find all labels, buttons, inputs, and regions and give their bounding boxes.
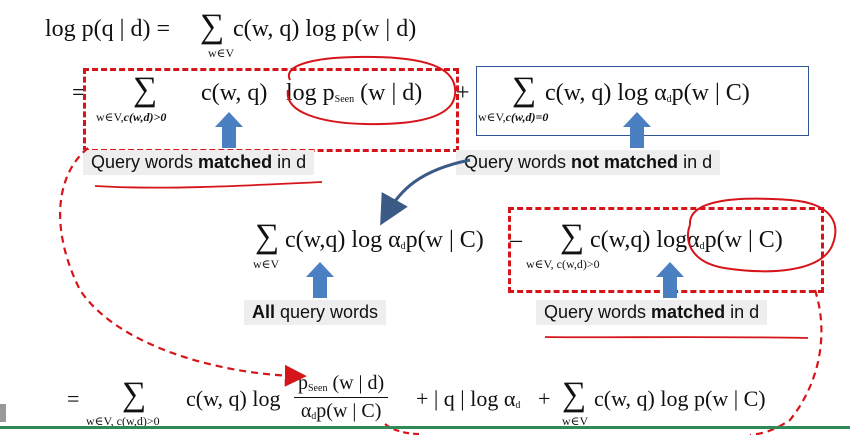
row4-mid-alpha-sub: d [515, 400, 521, 411]
up-arrow-icon-4 [656, 262, 684, 298]
row2-term1-log-p: log p [286, 80, 335, 106]
row3-term1-alpha-sub: d [400, 241, 406, 252]
red-circle-alpha-pwc [686, 197, 837, 273]
row1-sum-symbol: ∑ [200, 8, 225, 45]
row3-minus: – [510, 227, 522, 253]
red-dashed-stub-bottom [384, 423, 421, 435]
row2-term1-logp: log pSeen (w | d) [286, 80, 422, 107]
label-matched-prefix: Query words [91, 152, 199, 172]
row3-term2-count-log: c(w,q) log [590, 227, 688, 253]
row4-fraction-denominator: αdp(w | C) [294, 397, 389, 423]
slide-progress-line [0, 426, 850, 429]
row2-plus: + [456, 80, 470, 106]
row2-term1-count: c(w, q) [201, 80, 268, 106]
red-dashed-arrow-to-bottom [749, 289, 823, 435]
label-all-bold: All [252, 302, 276, 322]
row4-term2: c(w, q) log p(w | C) [594, 386, 766, 411]
row3-sum2-symbol: ∑ [560, 218, 585, 255]
label-all-suffix: query words [275, 302, 379, 322]
row3-sum2-subscript: w∈V, c(w,d)>0 [526, 257, 600, 271]
frac-den-alpha-sub: d [311, 411, 317, 422]
row2-term2-count-log-alpha: c(w, q) log α [545, 80, 667, 106]
slide-edge-tab [0, 404, 6, 422]
row3-term1: c(w,q) log αdp(w | C) [285, 227, 484, 254]
row4-sum2-subscript: w∈V [562, 414, 589, 428]
row3-term2: c(w,q) logαdp(w | C) [590, 227, 783, 254]
label-matched2-bold: matched [651, 302, 726, 322]
row2-sum1-sub-cond: c(w,d)>0 [123, 110, 167, 124]
label-matched-bold: matched [198, 152, 273, 172]
row1-rhs: c(w, q) log p(w | d) [233, 16, 417, 42]
row1-sum-subscript: w∈V [208, 46, 235, 60]
row1-lhs: log p(q | d) = [45, 16, 170, 42]
row2-term1-end: (w | d) [360, 80, 423, 106]
row2-term2-alpha-sub: d [666, 94, 672, 105]
frac-num-seen-sub: Seen [308, 383, 328, 394]
label-all-query-words: All query words [244, 300, 387, 325]
row2-sum1-sub-prefix: w∈V, [96, 110, 124, 124]
row2-sum2-sub-prefix: w∈V, [478, 110, 506, 124]
row4-mid: + | q | log αd [416, 386, 520, 412]
label-query-words-not-matched: Query words not matched in d [456, 150, 721, 175]
row2-sum1-subscript: w∈V,c(w,d)>0 [96, 110, 166, 125]
row2-sum2-symbol: ∑ [512, 71, 537, 108]
red-circle-pseen [286, 55, 457, 126]
row2-term2-pwc: p(w | C) [671, 80, 750, 106]
row2-sum2-subscript: w∈V,c(w,d)=0 [478, 110, 548, 125]
red-underline-matched [94, 181, 323, 189]
red-underline-matched-2 [544, 336, 809, 339]
row2-term2: c(w, q) log αdp(w | C) [545, 80, 750, 107]
up-arrow-icon-2 [623, 112, 651, 148]
row2-sum1-symbol: ∑ [133, 71, 158, 108]
row3-sum1-symbol: ∑ [255, 218, 280, 255]
curved-arrow-to-all-words [380, 158, 471, 226]
row3-term1-count-log-alpha: c(w,q) log α [285, 227, 401, 253]
label-not-matched-prefix: Query words [464, 152, 572, 172]
row4-sum2-symbol: ∑ [562, 376, 587, 413]
label-not-matched-bold: not matched [571, 152, 679, 172]
frac-den-end: p(w | C) [316, 400, 382, 422]
row4-term1: c(w, q) log [186, 386, 281, 411]
row4-mid-text: + | q | log α [416, 386, 516, 411]
row4-sum1-symbol: ∑ [122, 376, 147, 413]
row4-equals: = [67, 386, 80, 411]
row3-term1-pwc: p(w | C) [405, 227, 484, 253]
row3-sum1-subscript: w∈V [253, 257, 280, 271]
label-query-words-matched: Query words matched in d [83, 150, 315, 175]
row4-sum1-subscript: w∈V, c(w,d)>0 [86, 414, 160, 428]
up-arrow-icon-3 [306, 262, 334, 298]
row2-sum2-sub-cond: c(w,d)=0 [505, 110, 549, 124]
frac-num-end: (w | d) [332, 372, 385, 394]
label-matched-suffix: in d [272, 152, 307, 172]
row4-fraction: pSeen (w | d) αdp(w | C) [294, 372, 389, 423]
row2-term1-seen-subscript: Seen [334, 94, 355, 105]
frac-den-alpha: α [300, 400, 312, 422]
label-matched2-prefix: Query words [544, 302, 652, 322]
up-arrow-icon-1 [215, 112, 243, 148]
label-matched2-suffix: in d [725, 302, 760, 322]
label-not-matched-suffix: in d [678, 152, 713, 172]
red-dashed-arrow-to-fraction [59, 147, 307, 387]
row4-plus: + [538, 386, 551, 411]
label-query-words-matched-2: Query words matched in d [536, 300, 768, 325]
row3-term2-alpha-sub: d [699, 241, 705, 252]
row3-term2-pwc: p(w | C) [704, 227, 783, 253]
row2-equals: = [72, 80, 86, 106]
